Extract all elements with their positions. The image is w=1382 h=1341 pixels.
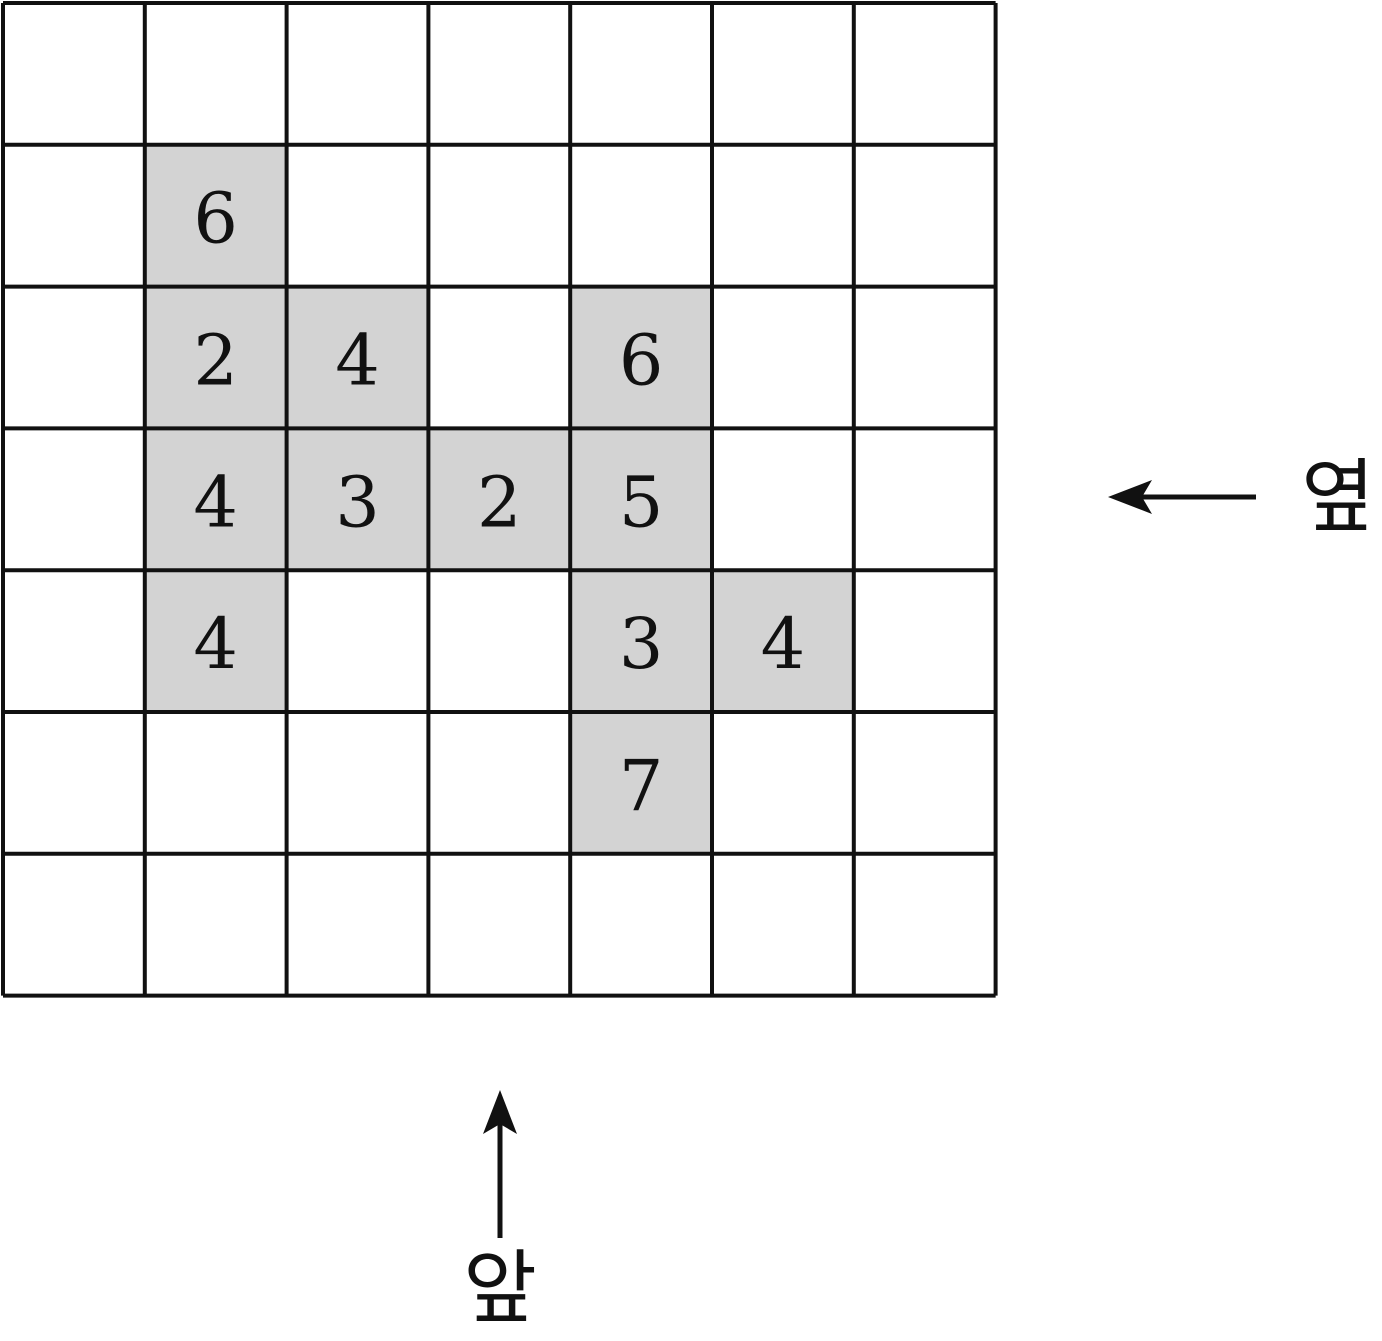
cell-value: 3 <box>335 461 380 543</box>
grid-lines <box>1 1 998 998</box>
cell-value: 6 <box>619 320 664 402</box>
shaded-cell <box>144 428 287 571</box>
cell-value: 2 <box>193 320 238 402</box>
shaded-cell <box>144 286 287 429</box>
cell-value: 2 <box>477 461 522 543</box>
cell-value: 4 <box>761 603 806 685</box>
front-view-label: 앞 <box>463 1242 537 1335</box>
shaded-cell <box>712 570 854 712</box>
cell-value: 5 <box>619 461 664 543</box>
shaded-cell <box>570 712 712 854</box>
cell-value: 7 <box>619 745 664 827</box>
shaded-cell <box>428 428 571 571</box>
shaded-cell <box>286 428 429 571</box>
shaded-cells <box>144 144 854 854</box>
shaded-cell <box>570 570 712 712</box>
cell-value: 4 <box>335 320 380 402</box>
shaded-cell <box>144 570 287 712</box>
side-view-label: 옆 <box>1301 451 1375 544</box>
side-view-arrow <box>1108 480 1256 514</box>
cell-value: 4 <box>193 461 238 543</box>
cell-value: 4 <box>193 603 238 685</box>
shaded-cell <box>144 144 287 287</box>
cell-value: 3 <box>619 603 664 685</box>
front-view-arrow <box>483 1090 517 1238</box>
shaded-cell <box>286 286 429 429</box>
cell-value: 6 <box>193 178 238 260</box>
cell-values: 6 2 4 6 4 3 2 5 4 3 4 7 <box>193 178 805 827</box>
shaded-cell <box>570 286 712 429</box>
shaded-cell <box>570 428 712 571</box>
